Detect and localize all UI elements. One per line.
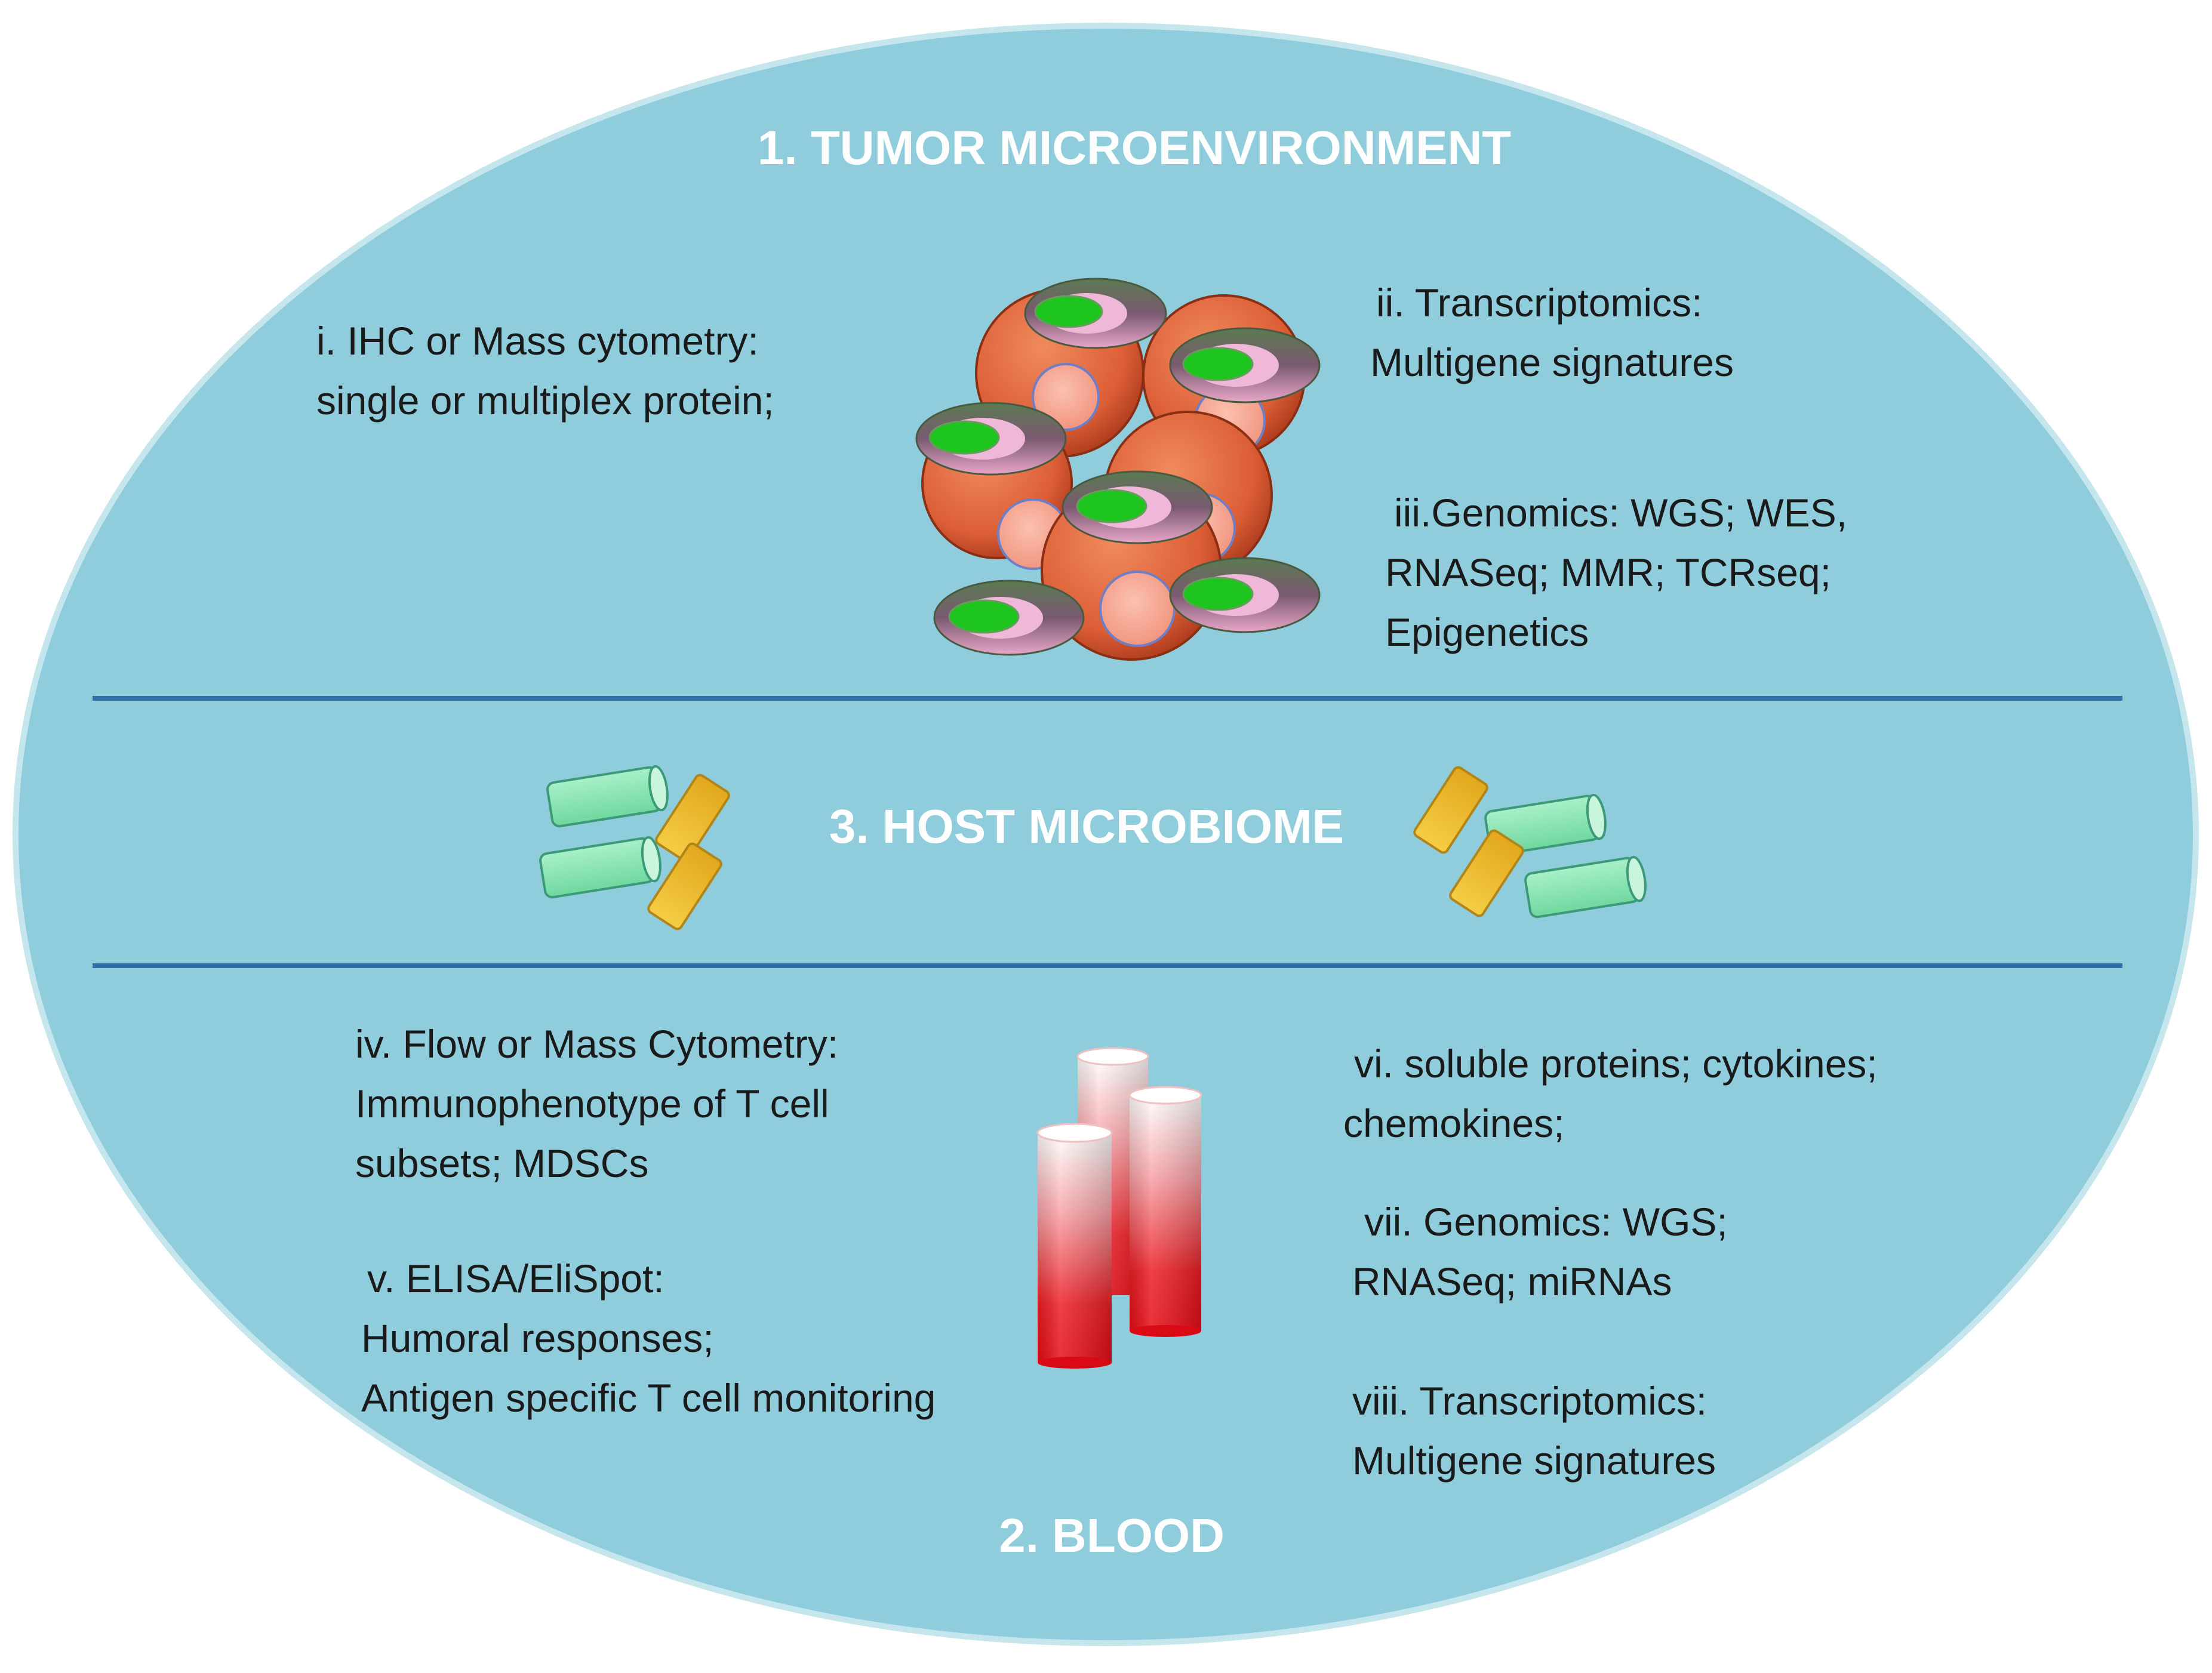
blood-item-genomics: vii. Genomics: WGS; RNASeq; miRNAs	[1352, 1200, 1728, 1304]
blood-item-elisa-line-3: Antigen specific T cell monitoring	[361, 1376, 936, 1420]
blood-tube	[1128, 1086, 1202, 1337]
immune-cell	[1169, 327, 1321, 403]
tumor-item-genomics: iii.Genomics: WGS; WES, RNASeq; MMR; TCR…	[1385, 491, 1847, 654]
blood-item-flow-line-3: subsets; MDSCs	[355, 1141, 648, 1185]
bacteria-left-icon	[539, 765, 730, 931]
tumor-cell-nucleus	[1099, 571, 1176, 647]
blood-item-flow: iv. Flow or Mass Cytometry: Immunophenot…	[355, 1022, 838, 1185]
bacteria-right-icon	[1413, 766, 1647, 919]
immune-cell	[1024, 278, 1167, 349]
tumor-cell-cluster-icon	[915, 278, 1321, 661]
background-ellipse	[13, 23, 2199, 1646]
tumor-item-ihc: i. IHC or Mass cytometry: single or mult…	[316, 319, 774, 423]
tumor-item-ihc-line-1: i. IHC or Mass cytometry:	[316, 319, 759, 363]
tumor-cell-nucleus	[1032, 363, 1100, 431]
immune-cell	[1062, 470, 1213, 544]
blood-section-title: 2. BLOOD	[999, 1509, 1225, 1562]
immune-cell	[915, 402, 1067, 476]
blood-item-transcriptomics: viii. Transcriptomics: Multigene signatu…	[1352, 1379, 1716, 1483]
tumor-item-genomics-line-2: RNASeq; MMR; TCRseq;	[1385, 550, 1831, 594]
tumor-item-genomics-line-1: iii.Genomics: WGS; WES,	[1394, 491, 1847, 535]
blood-item-transcriptomics-line-2: Multigene signatures	[1352, 1438, 1716, 1483]
tumor-item-genomics-line-3: Epigenetics	[1385, 610, 1589, 654]
blood-item-genomics-line-1: vii. Genomics: WGS;	[1364, 1200, 1728, 1244]
blood-item-elisa-line-1: v. ELISA/EliSpot:	[367, 1256, 664, 1301]
blood-item-transcriptomics-line-1: viii. Transcriptomics:	[1352, 1379, 1707, 1423]
blood-item-genomics-line-2: RNASeq; miRNAs	[1352, 1259, 1672, 1304]
tumor-section-title: 1. TUMOR MICROENVIRONMENT	[758, 121, 1511, 174]
blood-tubes-icon	[1036, 1047, 1202, 1369]
immune-cell	[933, 580, 1085, 656]
tumor-item-transcriptomics: ii. Transcriptomics: Multigene signature…	[1370, 281, 1734, 384]
blood-item-soluble-line-1: vi. soluble proteins; cytokines;	[1354, 1042, 1878, 1086]
blood-item-elisa: v. ELISA/EliSpot: Humoral responses; Ant…	[361, 1256, 936, 1420]
blood-item-soluble: vi. soluble proteins; cytokines; chemoki…	[1343, 1042, 1878, 1145]
blood-tube	[1036, 1123, 1113, 1369]
microbiome-section-title: 3. HOST MICROBIOME	[829, 800, 1344, 853]
blood-item-elisa-line-2: Humoral responses;	[361, 1316, 714, 1360]
blood-item-flow-line-2: Immunophenotype of T cell	[355, 1082, 829, 1126]
blood-item-soluble-line-2: chemokines;	[1343, 1101, 1565, 1145]
blood-item-flow-line-1: iv. Flow or Mass Cytometry:	[355, 1022, 838, 1066]
tumor-item-ihc-line-2: single or multiplex protein;	[316, 378, 774, 423]
immune-cell	[1169, 557, 1321, 633]
tumor-item-transcriptomics-line-2: Multigene signatures	[1370, 340, 1734, 384]
tumor-item-transcriptomics-line-1: ii. Transcriptomics:	[1376, 281, 1702, 325]
